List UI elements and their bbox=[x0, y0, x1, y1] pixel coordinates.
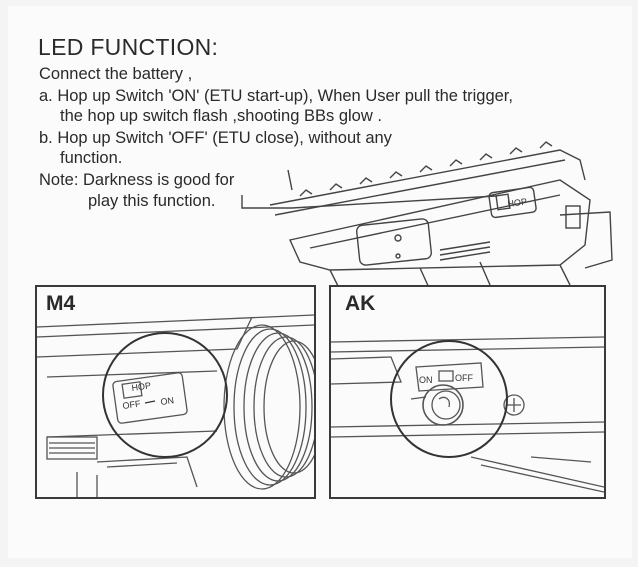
text-line-1: Connect the battery , bbox=[39, 65, 193, 83]
m4-on-text: ON bbox=[160, 395, 175, 407]
ak-illustration: ON OFF bbox=[331, 336, 604, 493]
text-line-6: Note: Darkness is good for bbox=[39, 171, 235, 189]
m4-illustration: HOP OFF ON bbox=[37, 314, 314, 497]
m4-label: M4 bbox=[46, 292, 76, 315]
m4-off-text: OFF bbox=[122, 399, 142, 411]
text-line-2: a. Hop up Switch 'ON' (ETU start-up), Wh… bbox=[39, 87, 513, 105]
m4-hop-text: HOP bbox=[131, 380, 152, 393]
page-title: LED FUNCTION: bbox=[38, 34, 219, 60]
text-line-3: the hop up switch flash ,shooting BBs gl… bbox=[60, 107, 382, 125]
ak-label: AK bbox=[345, 292, 376, 315]
ak-panel: AK ON OFF bbox=[329, 285, 606, 499]
text-line-4: b. Hop up Switch 'OFF' (ETU close), with… bbox=[39, 129, 392, 147]
ak-on-text: ON bbox=[419, 375, 433, 385]
text-line-7: play this function. bbox=[88, 192, 216, 210]
text-line-5: function. bbox=[60, 149, 123, 167]
ak-off-text: OFF bbox=[455, 373, 473, 383]
m4-panel: M4 HOP OFF ON bbox=[35, 285, 316, 499]
hop-switch-label: HOP bbox=[507, 196, 528, 209]
